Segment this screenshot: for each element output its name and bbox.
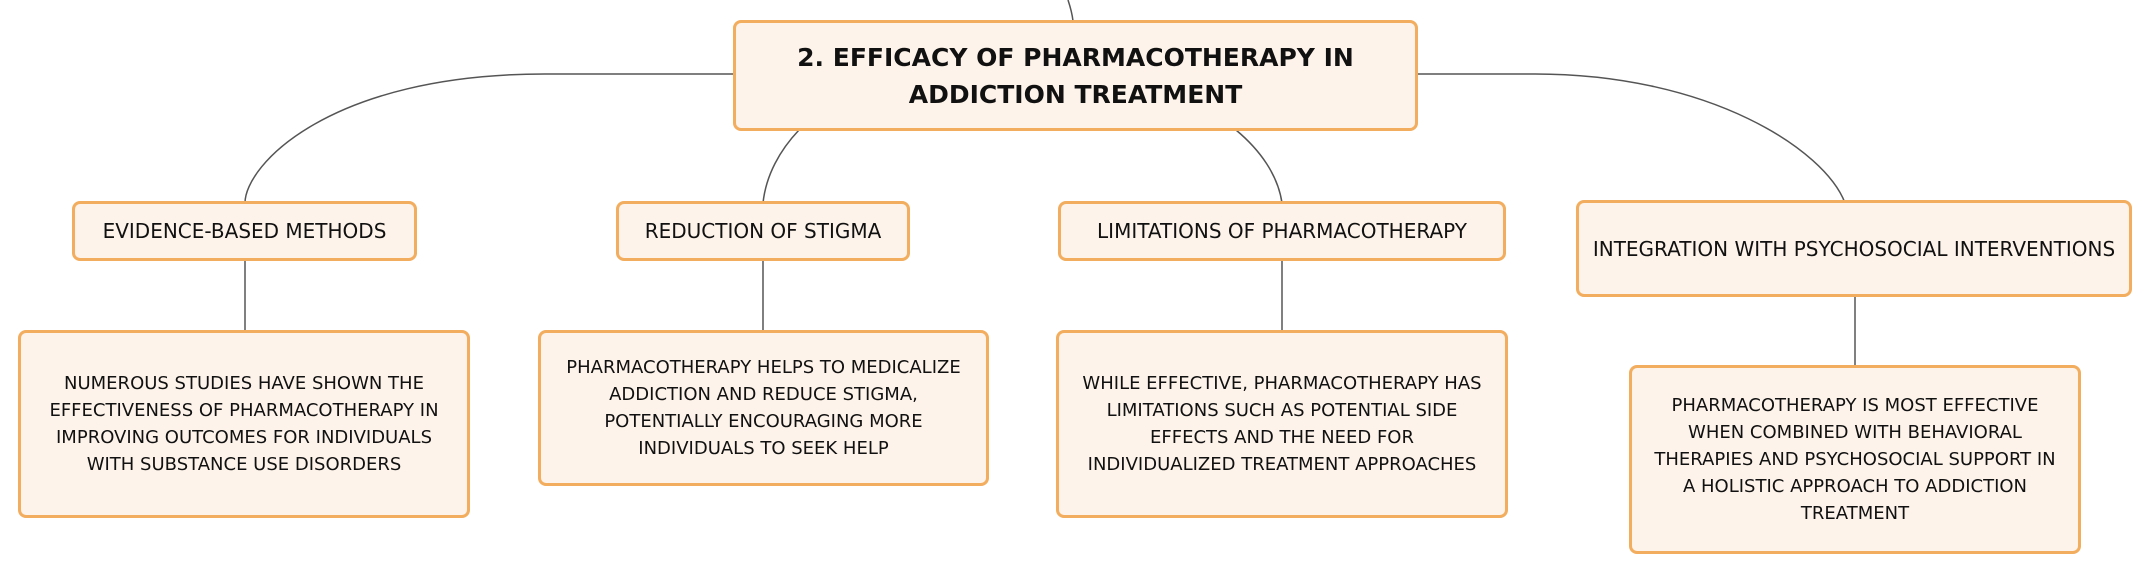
branch-label: LIMITATIONS OF PHARMACOTHERAPY: [1097, 219, 1467, 243]
root-title: 2. EFFICACY OF PHARMACOTHERAPY IN ADDICT…: [797, 42, 1354, 109]
detail-text: WHILE EFFECTIVE, PHARMACOTHERAPY HAS LIM…: [1082, 373, 1482, 475]
branch-node-limitations-of-pharmacotherapy[interactable]: LIMITATIONS OF PHARMACOTHERAPY: [1058, 201, 1506, 261]
detail-node-limitations-of-pharmacotherapy[interactable]: WHILE EFFECTIVE, PHARMACOTHERAPY HAS LIM…: [1056, 330, 1508, 518]
connector-root-to-limitations: [1235, 129, 1283, 204]
connector-parent-to-root: [1067, 0, 1074, 22]
branch-label: EVIDENCE-BASED METHODS: [102, 219, 387, 243]
detail-text: PHARMACOTHERAPY HELPS TO MEDICALIZE ADDI…: [566, 357, 961, 459]
branch-label: INTEGRATION WITH PSYCHOSOCIAL INTERVENTI…: [1592, 236, 2116, 261]
branch-node-evidence-based-methods[interactable]: EVIDENCE-BASED METHODS: [72, 201, 417, 261]
branch-label: REDUCTION OF STIGMA: [644, 219, 882, 243]
detail-node-integration-with-psychosocial-interventions[interactable]: PHARMACOTHERAPY IS MOST EFFECTIVE WHEN C…: [1629, 365, 2081, 554]
detail-text: NUMEROUS STUDIES HAVE SHOWN THE EFFECTIV…: [49, 373, 439, 475]
root-node[interactable]: 2. EFFICACY OF PHARMACOTHERAPY IN ADDICT…: [733, 20, 1418, 131]
connector-root-to-evidence: [244, 73, 733, 204]
connector-root-to-stigma: [762, 129, 800, 204]
branch-node-integration-with-psychosocial-interventions[interactable]: INTEGRATION WITH PSYCHOSOCIAL INTERVENTI…: [1576, 200, 2132, 297]
detail-node-reduction-of-stigma[interactable]: PHARMACOTHERAPY HELPS TO MEDICALIZE ADDI…: [538, 330, 989, 486]
detail-node-evidence-based-methods[interactable]: NUMEROUS STUDIES HAVE SHOWN THE EFFECTIV…: [18, 330, 470, 518]
branch-node-reduction-of-stigma[interactable]: REDUCTION OF STIGMA: [616, 201, 910, 261]
connector-root-to-integration: [1417, 73, 1846, 204]
detail-text: PHARMACOTHERAPY IS MOST EFFECTIVE WHEN C…: [1654, 395, 2056, 524]
